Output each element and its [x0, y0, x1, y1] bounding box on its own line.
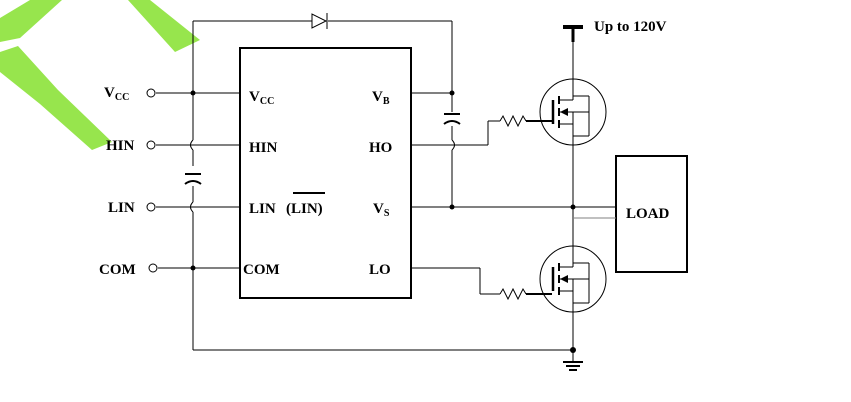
bootstrap-capacitor	[443, 113, 461, 125]
watermark-band-right	[128, 0, 200, 52]
chip-pin-lin: LIN	[249, 201, 276, 217]
label-vcc-input: VCC	[104, 85, 129, 103]
watermark-band-left	[0, 46, 112, 150]
high-side-gate-resistor	[499, 114, 527, 128]
label-lin-input: LIN	[108, 200, 135, 216]
load-box	[615, 155, 688, 273]
chip-pin-ho: HO	[369, 140, 392, 156]
chip-pin-vb: VB	[372, 89, 390, 107]
watermark	[0, 0, 200, 150]
com-terminal	[148, 263, 158, 273]
label-com-input: COM	[99, 262, 136, 278]
label-hin-input: HIN	[106, 138, 135, 154]
low-side-gate-resistor	[499, 287, 527, 301]
vcc-decoupling-capacitor	[184, 173, 202, 185]
high-side-mosfet	[539, 78, 607, 146]
chip-pin-vcc: VCC	[249, 89, 274, 107]
com-junction	[190, 265, 196, 271]
chip-pin-com: COM	[243, 262, 280, 278]
vcc-terminal	[146, 88, 156, 98]
chip-pin-vs: VS	[373, 201, 390, 219]
hin-terminal	[146, 140, 156, 150]
load-label: LOAD	[626, 206, 670, 222]
supply-voltage-label: Up to 120V	[594, 19, 667, 35]
low-side-mosfet	[539, 245, 607, 313]
chip-pin-lin-bar: (LIN)	[286, 201, 323, 217]
vcc-junction	[190, 90, 196, 96]
chip-pin-lo: LO	[369, 262, 391, 278]
bootstrap-diode	[311, 13, 328, 29]
lin-terminal	[146, 202, 156, 212]
vs-junction	[449, 204, 455, 210]
ground-icon	[563, 350, 583, 371]
chip-pin-hin: HIN	[249, 140, 278, 156]
watermark-band-top	[0, 0, 62, 42]
driver-ic	[239, 47, 412, 299]
